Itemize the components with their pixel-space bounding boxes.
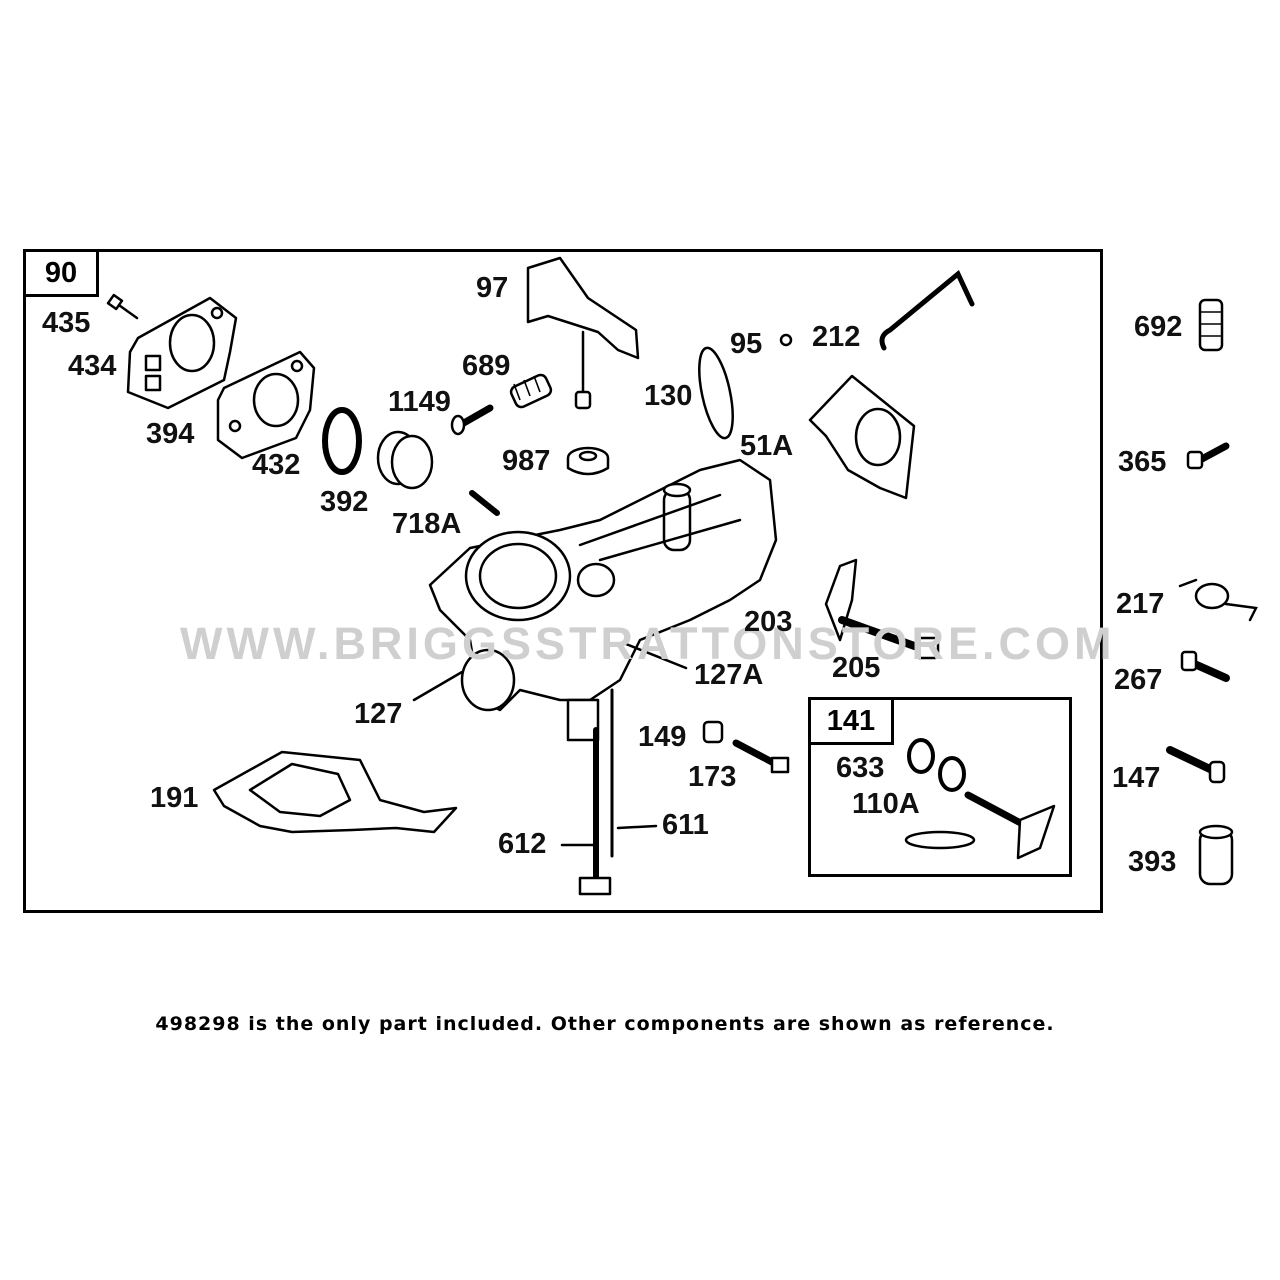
callout-633: 633: [836, 752, 885, 784]
gasket-394-drawing: [216, 350, 316, 460]
callout-432: 432: [252, 449, 301, 481]
callout-987: 987: [502, 445, 551, 477]
callout-612: 612: [498, 828, 547, 860]
bracket-97-drawing: [526, 256, 640, 410]
screw-435-drawing: [106, 293, 139, 320]
screw-149-173-drawing: [702, 720, 790, 774]
callout-203: 203: [744, 606, 793, 638]
link-212-drawing: [879, 270, 975, 351]
callout-212: 212: [812, 321, 861, 353]
callout-689: 689: [462, 350, 511, 382]
shaft-203-205-drawing: [824, 558, 940, 660]
callout-217: 217: [1116, 588, 1165, 620]
inset-kit-frame: [808, 697, 1072, 877]
callout-97: 97: [476, 272, 509, 304]
callout-205: 205: [832, 652, 881, 684]
callout-149: 149: [638, 721, 687, 753]
main-assembly-frame: [23, 249, 1103, 913]
callout-110A: 110A: [852, 788, 920, 820]
gasket-51A-drawing: [808, 374, 916, 500]
callout-127: 127: [354, 698, 403, 730]
callout-147: 147: [1112, 762, 1161, 794]
callout-173: 173: [688, 761, 737, 793]
callout-394: 394: [146, 418, 195, 450]
callout-51A: 51A: [740, 430, 794, 462]
ring-718A-drawing: [376, 430, 434, 490]
callout-392: 392: [320, 486, 369, 518]
seal-987-drawing: [566, 446, 610, 476]
screw-365-drawing: [1186, 442, 1230, 470]
screw-1149-drawing: [450, 404, 494, 436]
screw-147-drawing: [1166, 746, 1226, 784]
tubes-612-611-drawing: [578, 688, 614, 896]
main-assembly-tag: 90: [23, 249, 99, 297]
kit-141-drawing: [904, 738, 1056, 860]
throttle-plate-130-drawing: [698, 346, 734, 440]
carburetor-body-drawing: [428, 458, 778, 742]
bushing-393-drawing: [1198, 824, 1234, 886]
nut-95-drawing: [779, 333, 793, 347]
callout-692: 692: [1134, 311, 1183, 343]
plate-434-drawing: [126, 296, 238, 410]
callout-1149: 1149: [388, 386, 451, 418]
inset-kit-tag: 141: [808, 697, 894, 745]
callout-267: 267: [1114, 664, 1163, 696]
watermark: WWW.BRIGGSSTRATTONSTORE.COM: [180, 618, 1116, 669]
callout-191: 191: [150, 782, 199, 814]
parts-note: 498298 is the only part included. Other …: [155, 1013, 1055, 1035]
callout-95: 95: [730, 328, 763, 360]
screw-267-drawing: [1180, 650, 1230, 682]
callout-434: 434: [68, 350, 117, 382]
callout-435: 435: [42, 307, 91, 339]
callout-393: 393: [1128, 846, 1177, 878]
callout-127A: 127A: [694, 659, 764, 691]
callout-365: 365: [1118, 446, 1167, 478]
callout-611: 611: [662, 809, 709, 841]
spring-692-drawing: [1198, 298, 1224, 352]
gasket-191-drawing: [212, 750, 458, 834]
spring-689-drawing: [509, 373, 553, 409]
callout-718A: 718A: [392, 508, 462, 540]
spring-217-drawing: [1178, 578, 1258, 622]
oring-392-drawing: [322, 407, 362, 475]
callout-130: 130: [644, 380, 693, 412]
